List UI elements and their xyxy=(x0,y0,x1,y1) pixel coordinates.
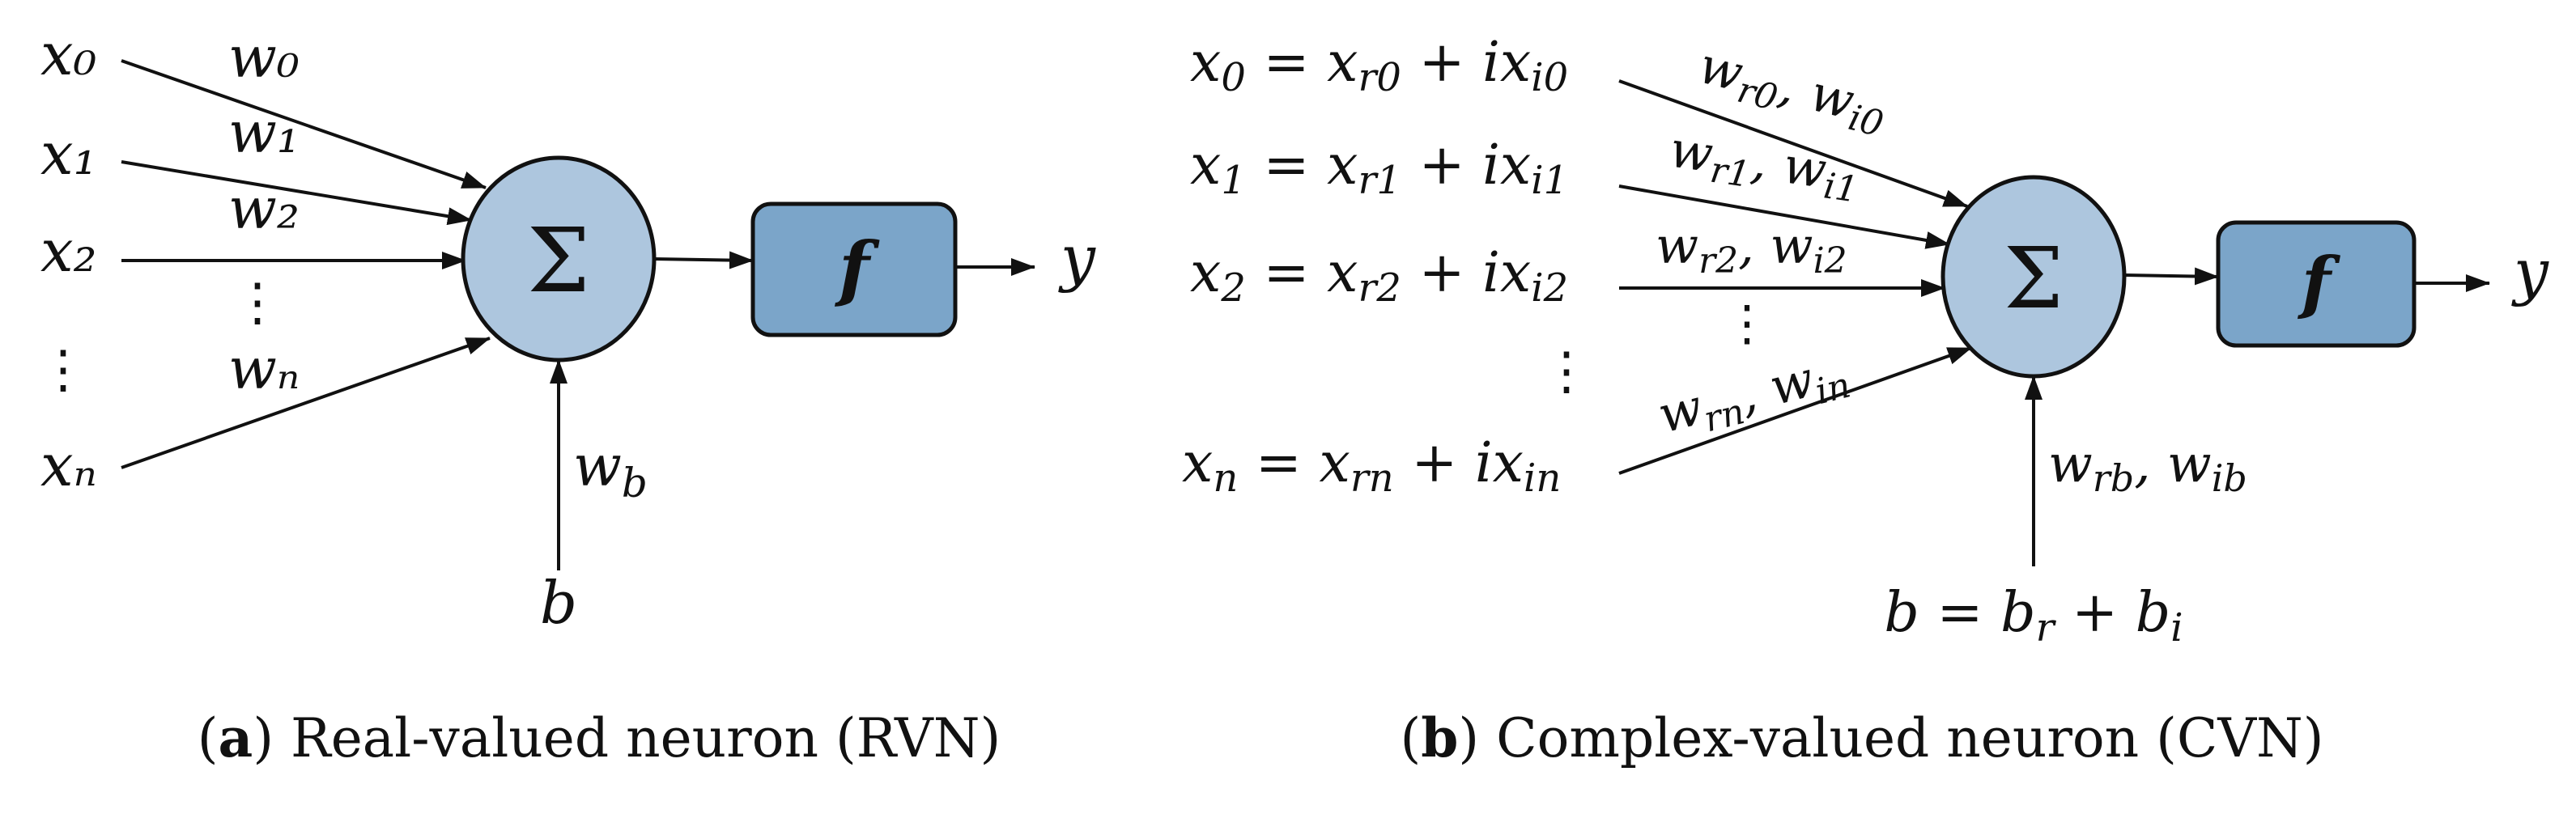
rvn-wire-x0 xyxy=(121,59,487,189)
rvn-sum-node xyxy=(461,155,657,362)
cvn-weight-n: wrn, win xyxy=(1652,341,1855,451)
rvn-input-xn: xₙ xyxy=(40,431,97,499)
rvn-activation-box xyxy=(750,201,958,337)
cvn-activation-box xyxy=(2216,220,2417,348)
rvn-wire-x1 xyxy=(121,160,472,226)
cvn-wire-sum-f xyxy=(2124,267,2219,286)
rvn-bias-label: b xyxy=(540,569,577,637)
rvn-weight-dots: ⋮ xyxy=(232,273,283,333)
cvn-caption: (b) Complex-valued neuron (CVN) xyxy=(1400,706,2323,769)
rvn-input-x0: x₀ xyxy=(40,20,96,88)
cvn-input-dots: ⋮ xyxy=(1541,341,1592,401)
cvn-output-label: y xyxy=(2511,235,2549,307)
cvn-input-x2: x2 = xr2 + ixi2 xyxy=(1190,241,1568,311)
cvn-wire-x0 xyxy=(1618,79,1968,208)
cvn-input-x1: x1 = xr1 + ixi1 xyxy=(1190,134,1568,203)
cvn-caption-text: Complex-valued neuron (CVN) xyxy=(1496,707,2323,769)
rvn-weight-w0: w₀ xyxy=(228,24,300,91)
cvn-weight-dots: ⋮ xyxy=(1723,295,1771,352)
rvn-sum-symbol: Σ xyxy=(527,209,590,312)
cvn-weight-0: wr0, wi0 xyxy=(1691,36,1893,146)
rvn-wire-sum-f xyxy=(653,251,754,269)
cvn-wire-x1 xyxy=(1618,184,1950,249)
cvn-sum-node xyxy=(1941,175,2127,379)
rvn-input-x2: x₂ xyxy=(40,217,96,285)
cvn-wire-xn xyxy=(1618,346,1972,475)
rvn-panel: Σ f y x₀ x₁ x₂ ⋮ xₙ w₀ w₁ w₂ ⋮ wₙ wb b (… xyxy=(37,20,1096,769)
rvn-weight-w2: w₂ xyxy=(228,176,300,242)
cvn-sum-symbol: Σ xyxy=(2004,229,2064,328)
cvn-input-xn: xn = xrn + ixin xyxy=(1182,431,1561,501)
cvn-weight-1: wr1, wi1 xyxy=(1665,120,1864,211)
rvn-weight-w1: w₁ xyxy=(228,100,300,166)
cvn-weight-2: wr2, wi2 xyxy=(1656,216,1847,282)
rvn-input-dots: ⋮ xyxy=(37,340,89,400)
cvn-input-x0: x0 = xr0 + ixi0 xyxy=(1190,31,1568,100)
rvn-output-label: y xyxy=(1058,222,1096,294)
rvn-weight-wn: wₙ xyxy=(228,336,300,402)
rvn-caption-text: Real-valued neuron (RVN) xyxy=(291,707,1001,769)
rvn-wire-xn xyxy=(121,337,491,469)
rvn-caption: (a) Real-valued neuron (RVN) xyxy=(198,706,1001,769)
rvn-caption-letter: a xyxy=(219,706,253,769)
cvn-bias-label: b = br + bi xyxy=(1884,581,2183,651)
rvn-bias-weight: wb xyxy=(573,433,648,506)
cvn-bias-weight: wrb, wib xyxy=(2048,434,2247,500)
rvn-input-x1: x₁ xyxy=(40,120,96,188)
cvn-panel: Σ f y x0 = xr0 + ixi0 x1 = xr1 + ixi1 x2… xyxy=(1182,31,2549,769)
cvn-caption-letter: b xyxy=(1421,706,1458,769)
